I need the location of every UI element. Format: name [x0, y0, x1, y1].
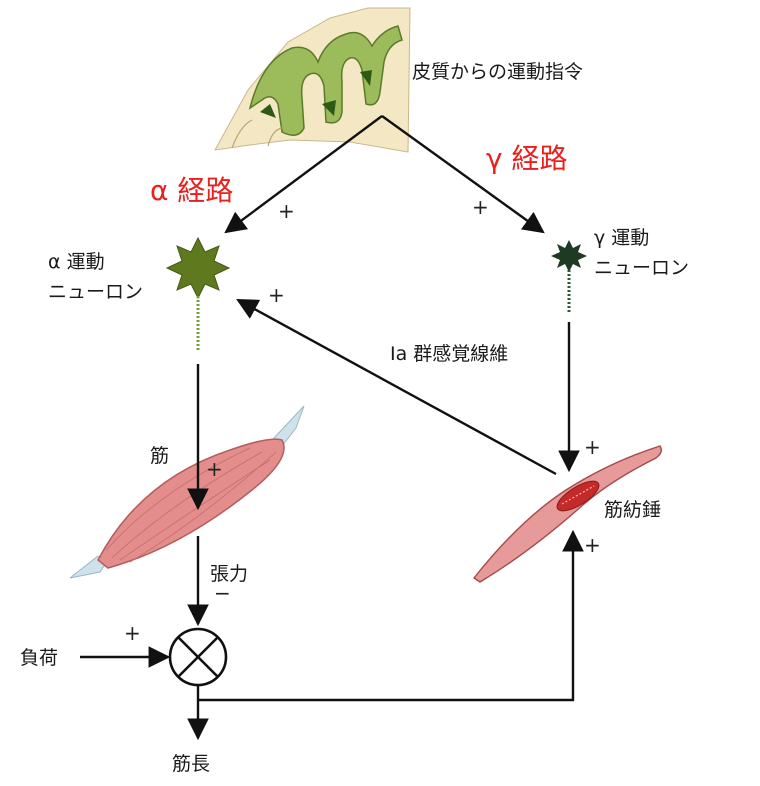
plus-sign-muscle: +	[206, 457, 223, 481]
cortex-illustration	[214, 7, 411, 153]
plus-sign-gamma-input: +	[472, 195, 489, 219]
load-label: 負荷	[20, 647, 58, 669]
plus-sign-load: +	[124, 621, 141, 645]
muscle-label: 筋	[150, 445, 169, 467]
arrow-cortex-to-alpha	[224, 115, 383, 234]
ia-fiber-label: Ia 群感覚線維	[390, 343, 508, 365]
arrow-cortex-to-gamma	[381, 115, 545, 234]
gamma-neuron-label-line1: γ 運動	[594, 227, 649, 249]
muscle-illustration	[69, 405, 305, 579]
alpha-neuron-label-line1: α 運動	[48, 251, 105, 273]
gamma-path-label: γ 経路	[486, 142, 567, 175]
plus-sign-length-feedback: +	[584, 533, 601, 557]
summing-junction-icon	[168, 627, 228, 687]
tension-label: 張力	[210, 563, 248, 585]
plus-sign-ia-input: +	[268, 283, 285, 307]
muscle-spindle-label: 筋紡錘	[604, 499, 661, 521]
gamma-neuron-label-line2: ニューロン	[594, 257, 689, 279]
gamma-motor-neuron-icon	[551, 240, 587, 314]
alpha-path-label: α 経路	[150, 174, 233, 207]
muscle-length-label: 筋長	[172, 753, 210, 775]
arrow-length-feedback-to-spindle	[198, 529, 584, 702]
alpha-neuron-label-line2: ニューロン	[48, 281, 143, 303]
cortex-command-label: 皮質からの運動指令	[412, 61, 583, 83]
minus-sign-tension: −	[214, 581, 231, 605]
plus-sign-alpha-input: +	[278, 199, 295, 223]
arrow-ia-fiber-to-alpha	[236, 298, 557, 476]
alpha-motor-neuron-icon	[165, 236, 231, 352]
plus-sign-gamma-to-spindle: +	[584, 435, 601, 459]
muscle-spindle-illustration	[472, 445, 663, 583]
